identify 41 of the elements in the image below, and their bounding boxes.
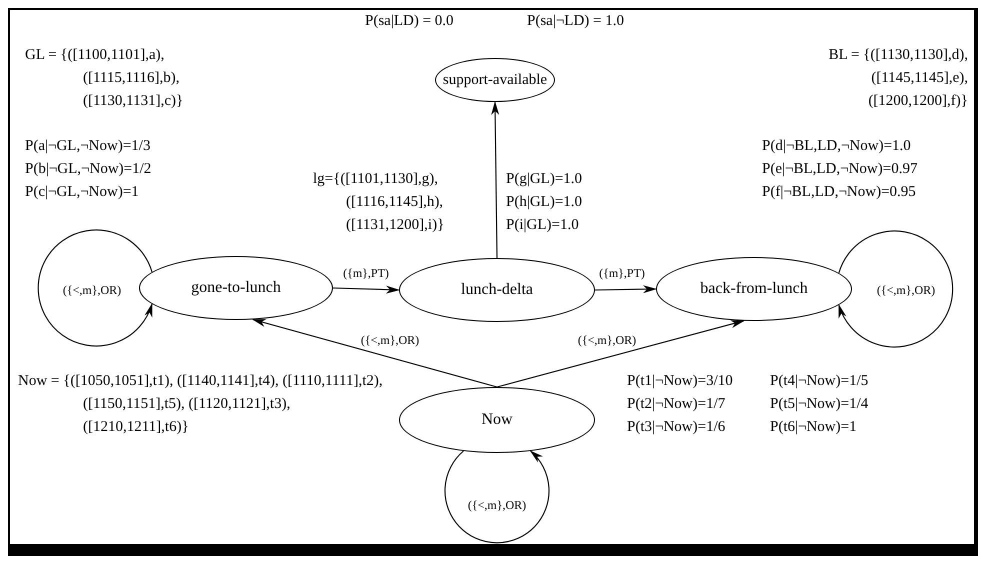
edge-label: ({m},PT): [342, 267, 390, 279]
annotation-text: BL = {([1130,1130],d), ([1145,1145],e), ([1200,1200],f)}: [828, 46, 968, 111]
annotation-text: P(sa|¬LD) = 1.0: [527, 12, 624, 31]
arrow: [595, 285, 657, 294]
loop-arrow: [838, 230, 954, 348]
annotation-text: P(t3|¬Now)=1/6: [627, 418, 726, 437]
state-ellipse: Now: [399, 387, 595, 453]
annotation-text: GL = {([1100,1101],a), ([1115,1116],b), ([1130,1131],c)}: [25, 46, 184, 111]
annotation-text: P(i|GL)=1.0: [506, 216, 579, 235]
annotation-text: P(a|¬GL,¬Now)=1/3: [25, 137, 150, 156]
annotation-text: P(h|GL)=1.0: [506, 193, 582, 212]
annotation-text: P(e|¬BL,LD,¬Now)=0.97: [762, 160, 918, 179]
annotation-text: lg={([1101,1130],g), ([1116,1145],h), ([1131,1200],i)}: [313, 170, 446, 235]
edge-label: ({<,m},OR): [62, 284, 122, 296]
edge-label: ({<,m},OR): [576, 334, 638, 346]
loop-arrow: [444, 450, 550, 544]
edge-label: ({m},PT): [598, 267, 646, 279]
annotation-text: P(t5|¬Now)=1/4: [770, 395, 868, 414]
annotation-text: P(g|GL)=1.0: [506, 170, 582, 189]
annotation-text: P(b|¬GL,¬Now)=1/2: [25, 160, 152, 179]
annotation-text: P(t6|¬Now)=1: [770, 418, 857, 437]
annotation-text: Now = {([1050,1051],t1), ([1140,1141],t4), ([1110,1111],t2), ([1150,1151],t5), ([1120,1121],t3), ([1210,1211],t6)}: [18, 372, 384, 437]
annotation-text: P(f|¬BL,LD,¬Now)=0.95: [762, 183, 916, 202]
state-ellipse: gone-to-lunch: [139, 256, 333, 320]
annotation-text: P(d|¬BL,LD,¬Now)=1.0: [762, 137, 911, 156]
state-ellipse: back-from-lunch: [656, 257, 852, 321]
annotation-text: P(t4|¬Now)=1/5: [770, 372, 868, 391]
edge-label: ({<,m},OR): [466, 499, 528, 511]
state-ellipse: lunch-delta: [399, 258, 595, 322]
annotation-text: P(t1|¬Now)=3/10: [627, 372, 733, 391]
annotation-text: P(c|¬GL,¬Now)=1: [25, 183, 139, 202]
arrow: [252, 318, 498, 388]
annotation-text: P(t2|¬Now)=1/7: [627, 395, 726, 414]
annotation-text: P(sa|LD) = 0.0: [365, 12, 454, 31]
edge-label: ({<,m},OR): [876, 284, 936, 296]
loop-arrow: [38, 230, 153, 346]
arrow: [332, 286, 400, 294]
arrow: [496, 320, 745, 388]
state-ellipse: support-available: [435, 58, 555, 102]
edge-label: ({<,m},OR): [360, 334, 420, 346]
arrow: [491, 101, 500, 258]
